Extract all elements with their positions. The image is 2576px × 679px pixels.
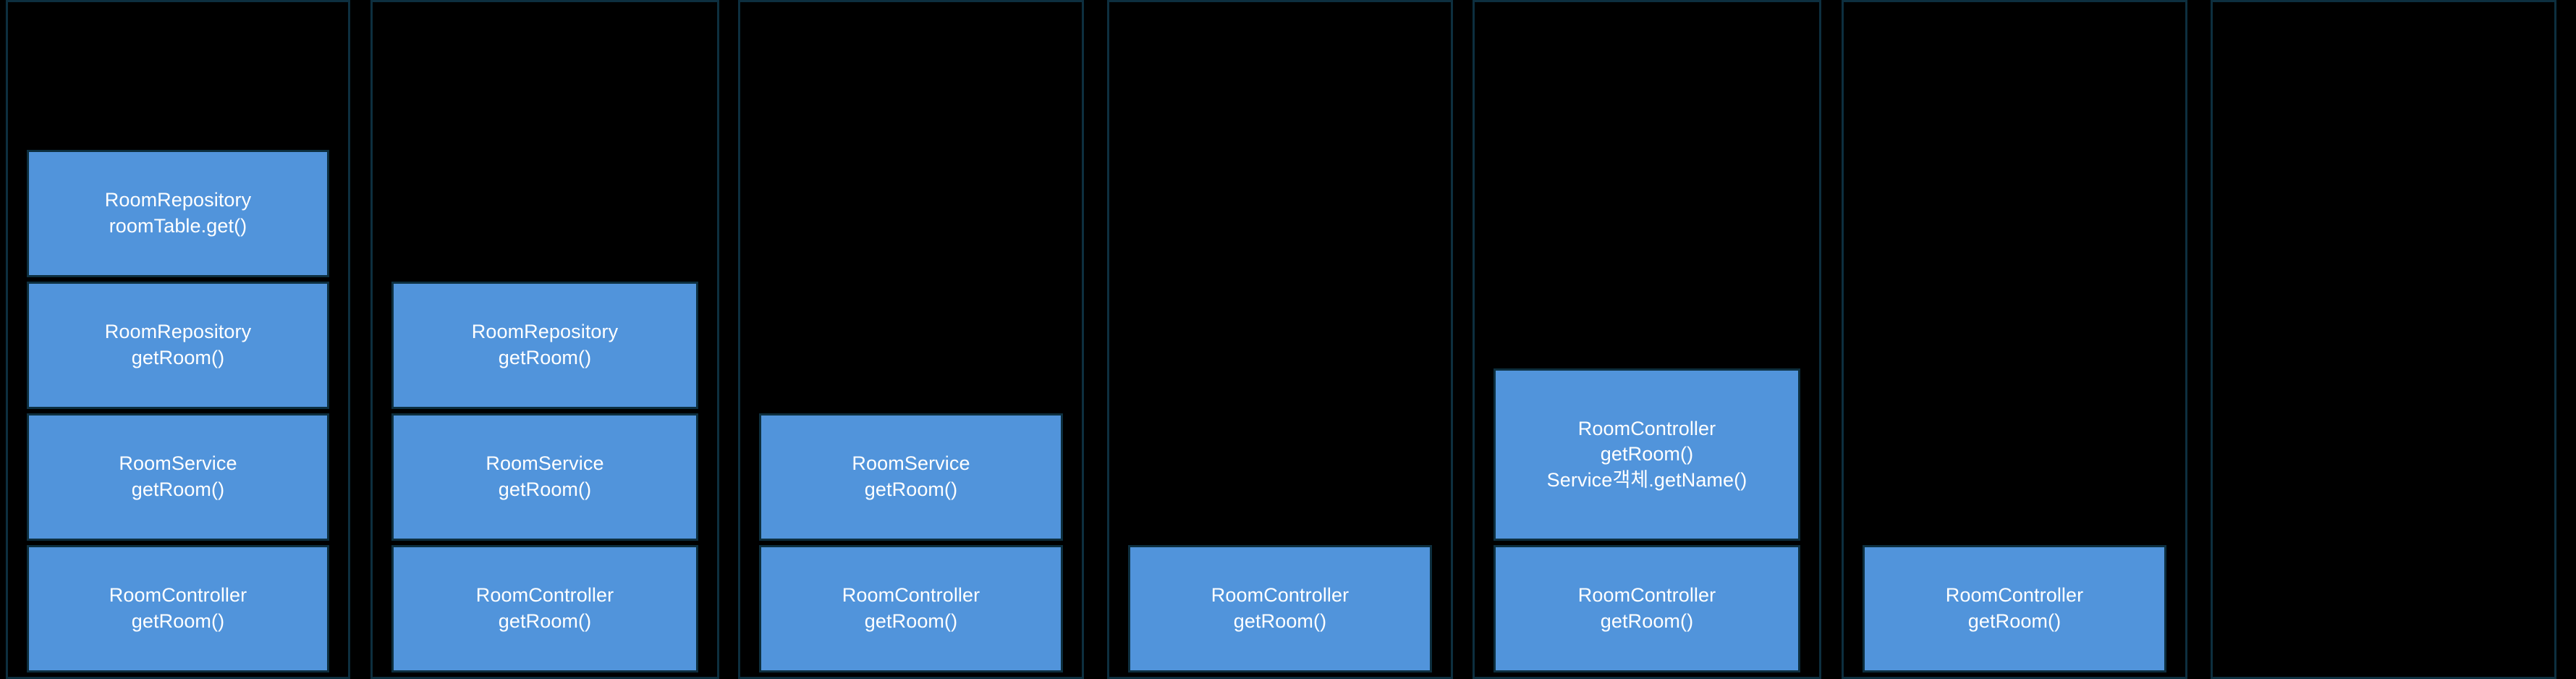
stack-frame: RoomController getRoom() xyxy=(759,545,1063,672)
stack-frame: RoomService getRoom() xyxy=(391,413,698,541)
stack-frame: RoomService getRoom() xyxy=(27,413,329,541)
stack-column-5: RoomController getRoom() Service객체.getNa… xyxy=(1473,0,1821,679)
stack-column-2: RoomRepository getRoom()RoomService getR… xyxy=(370,0,719,679)
stack-frame: RoomController getRoom() xyxy=(1863,545,2166,672)
stack-column-6: RoomController getRoom() xyxy=(1842,0,2187,679)
stack-frame: RoomController getRoom() xyxy=(1128,545,1432,672)
stack-frame: RoomController getRoom() xyxy=(391,545,698,672)
stack-frame: RoomRepository getRoom() xyxy=(27,282,329,409)
stack-frame: RoomRepository getRoom() xyxy=(391,282,698,409)
stack-column-4: RoomController getRoom() xyxy=(1107,0,1453,679)
stack-frame: RoomController getRoom() Service객체.getNa… xyxy=(1494,368,1800,541)
stack-column-3: RoomService getRoom()RoomController getR… xyxy=(738,0,1084,679)
stack-frame: RoomController getRoom() xyxy=(1494,545,1800,672)
stack-column-7 xyxy=(2211,0,2556,679)
stack-frame: RoomService getRoom() xyxy=(759,413,1063,541)
stack-frame: RoomRepository roomTable.get() xyxy=(27,150,329,277)
stack-column-1: RoomRepository roomTable.get()RoomReposi… xyxy=(6,0,350,679)
stack-frame: RoomController getRoom() xyxy=(27,545,329,672)
